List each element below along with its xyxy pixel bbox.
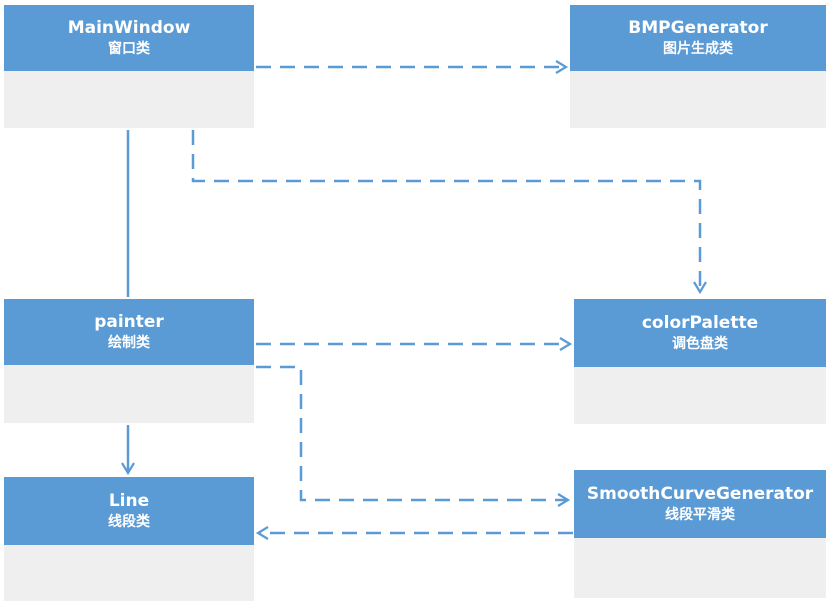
class-description: 绘制类: [108, 335, 150, 351]
class-body: [4, 365, 254, 423]
class-header: Line 线段类: [4, 477, 254, 545]
class-box-line[interactable]: Line 线段类: [4, 477, 254, 601]
class-description: 线段平滑类: [665, 507, 735, 523]
class-name: Line: [108, 491, 150, 511]
link-mainwindow-colorpalette: [191, 130, 707, 295]
class-header: BMPGenerator 图片生成类: [570, 5, 826, 71]
class-description: 图片生成类: [663, 41, 733, 57]
class-name: colorPalette: [641, 313, 759, 333]
class-body: [4, 545, 254, 601]
class-header: painter 绘制类: [4, 299, 254, 365]
class-name: SmoothCurveGenerator: [586, 484, 814, 504]
link-painter-smoothcurve: [256, 365, 571, 507]
class-description: 调色盘类: [672, 336, 728, 352]
class-box-colorpalette[interactable]: colorPalette 调色盘类: [574, 299, 826, 424]
class-box-mainwindow[interactable]: MainWindow 窗口类: [4, 5, 254, 128]
class-header: SmoothCurveGenerator 线段平滑类: [574, 470, 826, 538]
class-body: [570, 71, 826, 128]
class-name: MainWindow: [67, 18, 191, 38]
class-name: painter: [94, 312, 164, 332]
class-body: [574, 367, 826, 424]
class-name: BMPGenerator: [628, 18, 768, 38]
class-body: [4, 71, 254, 128]
class-description: 窗口类: [108, 41, 150, 57]
class-box-bmpgenerator[interactable]: BMPGenerator 图片生成类: [570, 5, 826, 128]
class-description: 线段类: [108, 514, 150, 530]
class-header: MainWindow 窗口类: [4, 5, 254, 71]
class-header: colorPalette 调色盘类: [574, 299, 826, 367]
class-box-painter[interactable]: painter 绘制类: [4, 299, 254, 423]
class-body: [574, 538, 826, 598]
class-box-smoothcurvegenerator[interactable]: SmoothCurveGenerator 线段平滑类: [574, 470, 826, 598]
